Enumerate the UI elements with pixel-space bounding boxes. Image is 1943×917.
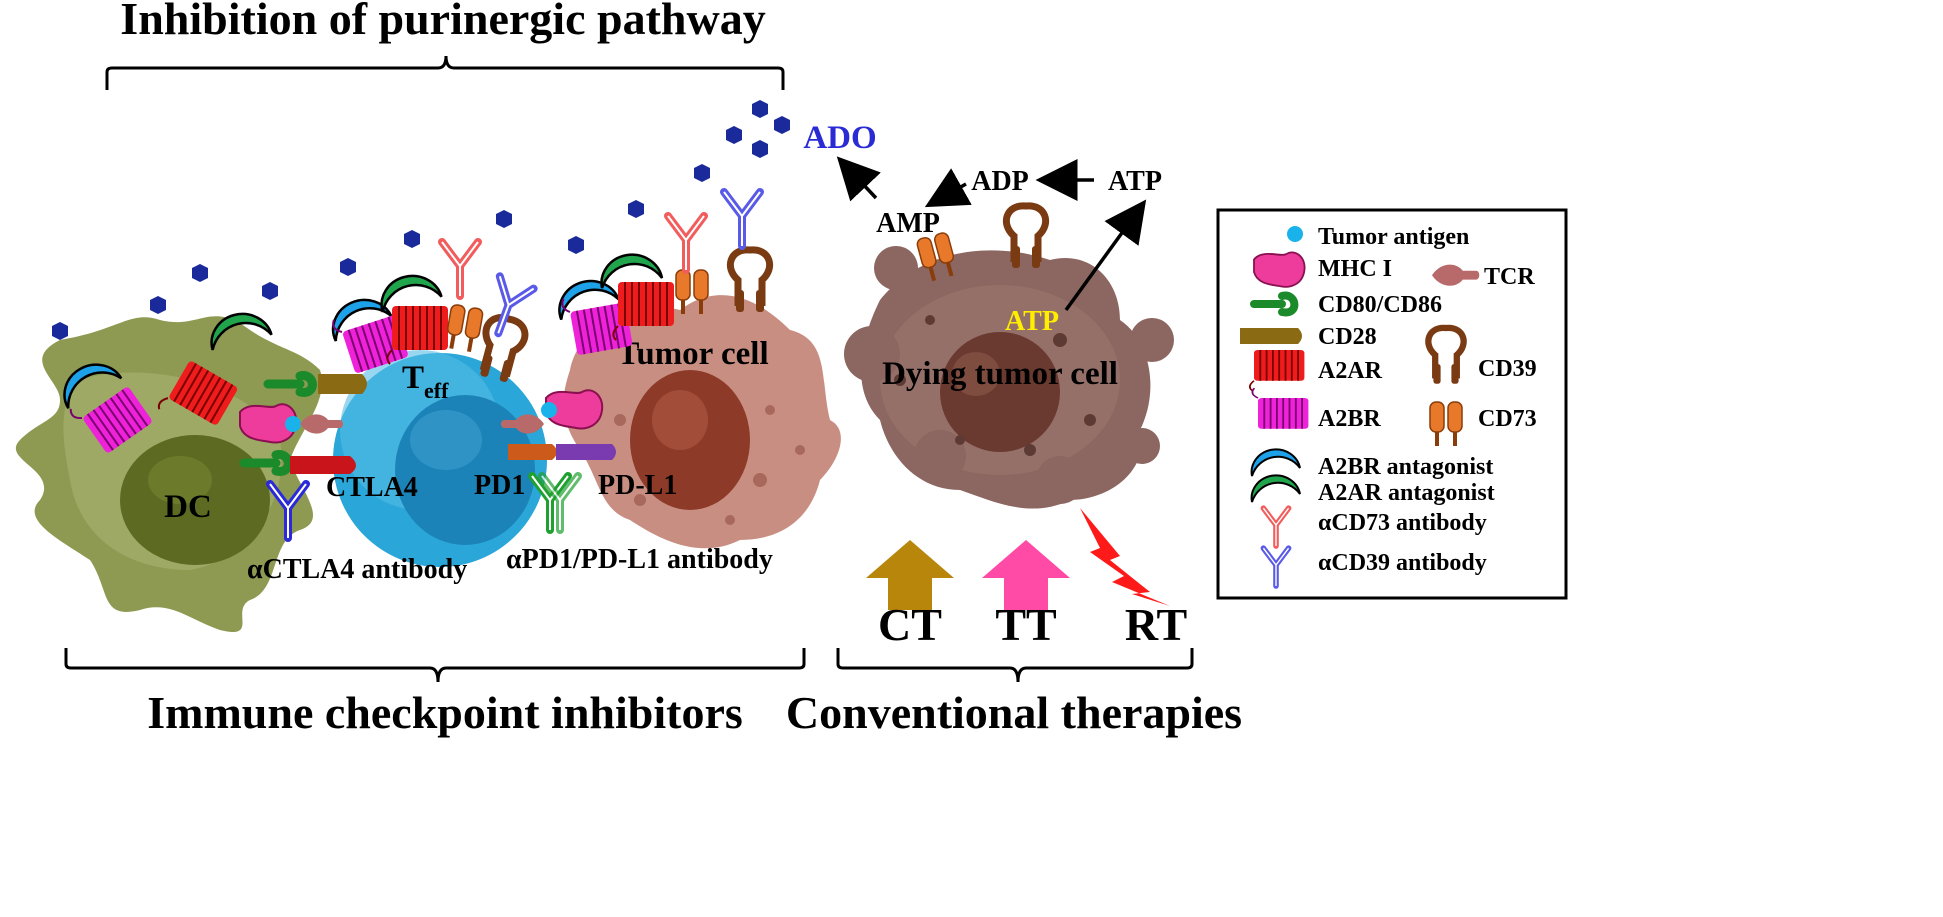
title-bottom-left: Immune checkpoint inhibitors	[147, 687, 743, 738]
legend-a2ar: A2AR	[1318, 358, 1383, 384]
teff-label: Teff	[402, 360, 449, 403]
ado-hexagons	[52, 100, 790, 340]
legend-a2br: A2BR	[1318, 406, 1381, 432]
adp-label: ADP	[971, 166, 1029, 197]
pd1-label: PD1	[474, 470, 525, 501]
title-bottom-right: Conventional therapies	[786, 687, 1242, 738]
legend-tumor-antigen-icon	[1287, 226, 1303, 242]
t-tumor-synapse	[501, 389, 616, 530]
rt-label: RT	[1125, 599, 1187, 650]
legend-acd73: αCD73 antibody	[1318, 510, 1487, 536]
legend-cd73: CD73	[1478, 406, 1537, 432]
dc-label: DC	[164, 489, 212, 525]
dying-label: Dying tumor cell	[882, 356, 1118, 392]
legend-a2ar-antagonist: A2AR antagonist	[1318, 480, 1495, 506]
dc-t-synapse	[239, 371, 367, 540]
legend-cd28-icon	[1240, 328, 1302, 344]
legend-tcr: TCR	[1484, 264, 1535, 290]
amp-label: AMP	[876, 208, 940, 239]
legend-items: Tumor antigen MHC I TCR CD80/CD86 CD28 A…	[1240, 224, 1537, 586]
pdl1-label: PD-L1	[598, 470, 677, 501]
legend-acd39: αCD39 antibody	[1318, 550, 1487, 576]
atp-label: ATP	[1108, 166, 1162, 197]
rt-bolt	[1080, 508, 1170, 606]
legend-cd39: CD39	[1478, 356, 1537, 382]
tt-arrow	[982, 540, 1070, 610]
legend-mhc-icon	[1253, 251, 1306, 288]
legend-tumor-antigen: Tumor antigen	[1318, 224, 1469, 250]
actla4-antibody-label: αCTLA4 antibody	[247, 554, 467, 585]
legend-cd80: CD80/CD86	[1318, 292, 1442, 318]
cascade-arrows	[836, 156, 1147, 312]
legend-a2br-antagonist: A2BR antagonist	[1318, 454, 1493, 480]
brace-bottom-left	[64, 648, 806, 683]
ado-label: ADO	[803, 120, 876, 156]
ctla4-label: CTLA4	[326, 472, 418, 503]
tt-label: TT	[995, 599, 1056, 650]
dying-tumor-cell	[844, 246, 1174, 509]
tumor-cell	[563, 295, 841, 549]
legend-cd80-icon	[1250, 291, 1299, 317]
apd1-antibody-label: αPD1/PD-L1 antibody	[506, 544, 773, 575]
ct-label: CT	[878, 599, 942, 650]
brace-bottom-right	[836, 648, 1194, 683]
tumor-label: Tumor cell	[617, 336, 768, 372]
ct-arrow	[866, 540, 954, 610]
dying-nucleus	[940, 332, 1060, 452]
brace-top	[105, 55, 785, 90]
atp-inside-label: ATP	[1005, 306, 1059, 337]
title-top: Inhibition of purinergic pathway	[120, 0, 765, 44]
teff-cell	[333, 350, 547, 567]
legend-mhc1: MHC I	[1318, 256, 1392, 282]
legend-cd28: CD28	[1318, 324, 1377, 350]
